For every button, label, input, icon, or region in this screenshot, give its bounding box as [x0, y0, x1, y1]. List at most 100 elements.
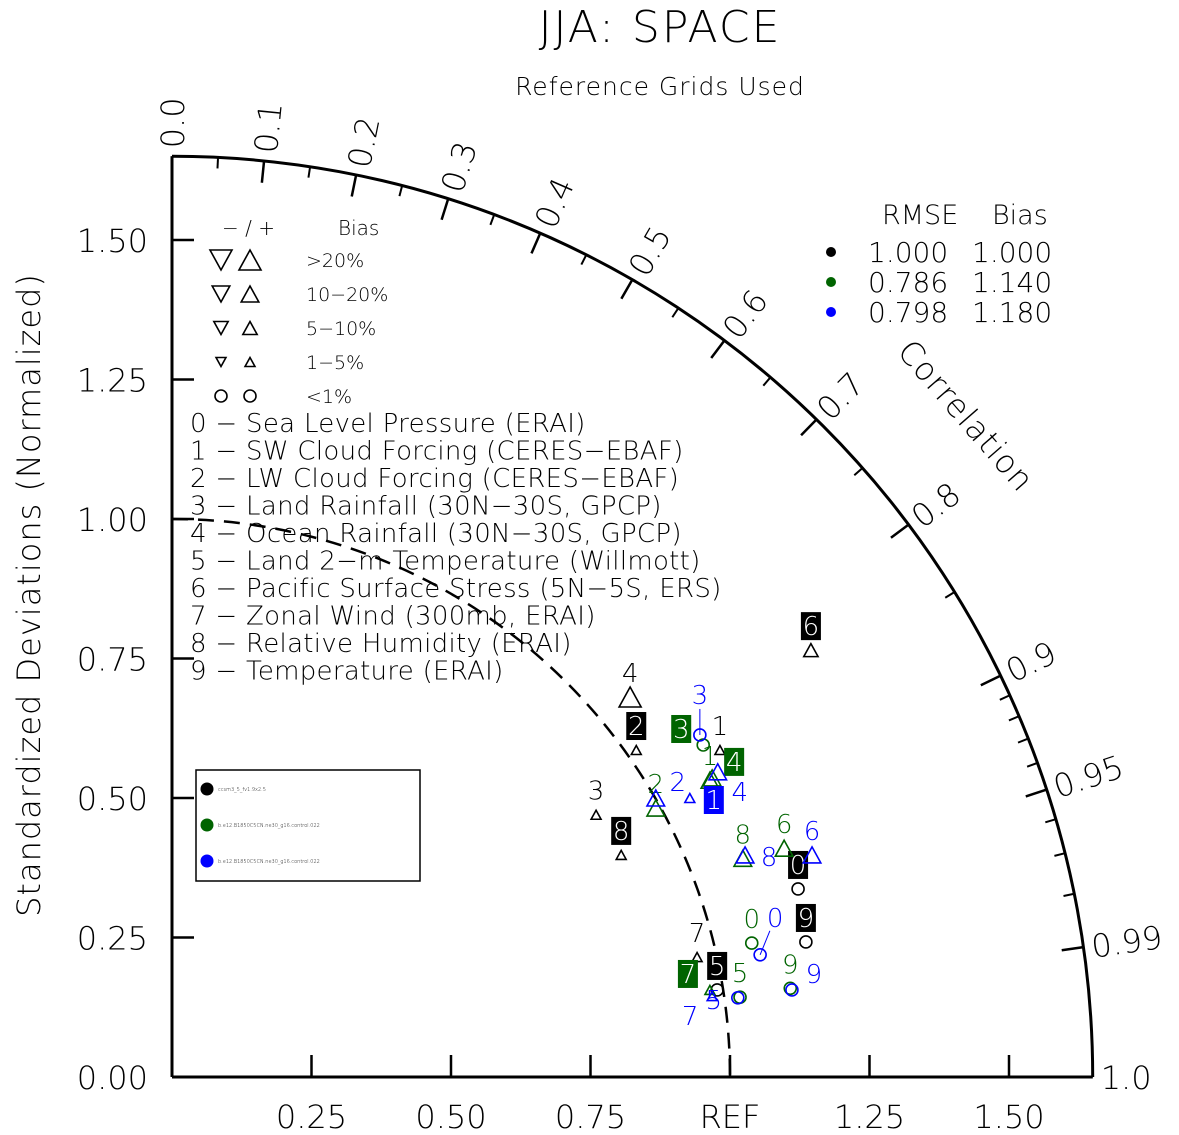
- y-tick-label: 0.25: [77, 920, 148, 958]
- data-point: 1: [712, 712, 728, 756]
- triangle-up-marker: [773, 838, 795, 858]
- stats-legend-dot: [826, 277, 836, 287]
- case-legend-label: b.e12.B1850C5CN.ne30_g16.control.022: [218, 859, 320, 865]
- reference-std-arc: [171, 517, 732, 1078]
- y-tick-label: 1.50: [77, 222, 148, 260]
- case-legend-label: b.e12.B1850C5CN.ne30_g16.control.022: [218, 823, 320, 829]
- triangle-up-marker: [802, 641, 820, 658]
- variable-list-item: 0 − Sea Level Pressure (ERAI): [190, 409, 586, 439]
- correlation-tick: [620, 279, 634, 300]
- data-point-label: 0: [767, 904, 784, 934]
- data-point: 8: [734, 843, 777, 873]
- data-point-label: 3: [673, 715, 690, 745]
- y-tick-label: 1.25: [77, 362, 148, 400]
- data-point-leader-line: [759, 930, 771, 955]
- correlation-arc: [171, 154, 1095, 1078]
- correlation-minor-tick: [1045, 818, 1057, 824]
- data-point-label: 5: [732, 959, 749, 989]
- case-legend-box: [195, 769, 421, 882]
- data-point-label: 6: [804, 817, 821, 847]
- triangle-down-marker: [210, 285, 232, 304]
- data-point: 5: [732, 959, 749, 1005]
- correlation-tick: [710, 339, 726, 359]
- bias-legend-label: 1−5%: [306, 352, 364, 374]
- circle-marker: [243, 389, 257, 403]
- correlation-tick-label: 0.3: [433, 137, 485, 197]
- data-point: 8: [732, 820, 753, 868]
- data-point-label-box: [724, 747, 745, 776]
- correlation-tick: [1061, 945, 1084, 952]
- triangle-up-marker: [241, 319, 259, 336]
- y-tick-label: 0.50: [77, 780, 148, 818]
- correlation-tick: [1025, 788, 1048, 798]
- data-point-label: 2: [628, 712, 645, 742]
- correlation-tick: [890, 523, 910, 539]
- correlation-tick: [350, 174, 358, 197]
- correlation-minor-tick: [762, 376, 772, 387]
- data-point: 3: [588, 777, 604, 821]
- triangle-up-marker: [645, 788, 666, 807]
- data-point-label: 1: [706, 786, 723, 816]
- data-point-label: 9: [782, 950, 799, 980]
- data-point-label: 8: [613, 817, 630, 847]
- correlation-tick-label: 0.99: [1089, 918, 1165, 966]
- data-point-label: 2: [648, 770, 665, 800]
- data-point-label: 8: [735, 820, 752, 850]
- y-axis-label: Standardized Deviations (Normalized): [10, 273, 48, 917]
- stats-legend-rmse: 0.786: [868, 266, 948, 299]
- data-point-label: 5: [709, 952, 726, 982]
- correlation-tick-label: 0.6: [715, 283, 776, 347]
- variable-list-item: 5 − Land 2−m Temperature (Willmott): [190, 547, 701, 577]
- correlation-axis-label: Correlation: [890, 332, 1042, 499]
- stats-legend-rmse: 1.000: [868, 236, 948, 269]
- data-point: 3: [671, 714, 711, 752]
- data-point-label-box: [800, 612, 821, 641]
- correlation-tick: [980, 674, 1002, 687]
- triangle-up-marker: [237, 248, 263, 271]
- triangle-up-marker: [614, 848, 628, 861]
- variable-list: 0 − Sea Level Pressure (ERAI)1 − SW Clou…: [190, 409, 721, 687]
- data-point: 1: [683, 786, 724, 816]
- data-point: 3: [692, 681, 709, 742]
- triangle-up-marker: [617, 685, 643, 708]
- data-point-label: 0: [790, 851, 807, 881]
- stats-legend-bias-header: Bias: [992, 200, 1048, 231]
- bias-legend-label: 5−10%: [306, 318, 376, 340]
- y-tick-label: 1.00: [77, 501, 148, 539]
- triangle-up-marker: [705, 989, 719, 1002]
- triangle-up-marker: [239, 284, 261, 303]
- variable-list-item: 2 − LW Cloud Forcing (CERES−EBAF): [190, 464, 679, 494]
- x-tick-label: REF: [700, 1098, 761, 1135]
- triangle-up-marker: [801, 845, 823, 864]
- bias-legend-label: <1%: [306, 386, 352, 408]
- variable-list-item: 3 − Land Rainfall (30N−30S, GPCP): [190, 492, 662, 522]
- correlation-minor-tick: [671, 307, 680, 318]
- data-point-label-box: [703, 786, 724, 814]
- circle-marker: [753, 947, 767, 962]
- data-point-label-box: [677, 959, 698, 988]
- correlation-tick-label: 0.8: [904, 475, 968, 536]
- circle-marker: [785, 983, 799, 997]
- circle-marker: [799, 935, 813, 949]
- data-point-label: 3: [692, 681, 709, 711]
- triangle-up-marker: [734, 845, 756, 864]
- x-tick-label: 1.50: [973, 1098, 1044, 1135]
- data-point: 0: [788, 850, 809, 896]
- correlation-minor-tick: [580, 254, 588, 266]
- stats-legend-dot: [826, 307, 836, 317]
- data-point-label: 4: [726, 748, 743, 778]
- data-point: 6: [800, 612, 821, 658]
- correlation-tick: [530, 232, 542, 254]
- triangle-up-marker: [683, 791, 697, 804]
- data-point-label: 6: [776, 810, 793, 840]
- circle-marker: [783, 981, 798, 996]
- data-point: 7: [689, 919, 705, 963]
- correlation-minor-tick: [1054, 852, 1066, 857]
- correlation-minor-tick: [307, 166, 312, 178]
- correlation-minor-tick: [1017, 737, 1029, 744]
- correlation-tick: [260, 160, 266, 183]
- data-point-label: 6: [803, 612, 820, 642]
- data-point: 9: [782, 950, 799, 996]
- correlation-minor-tick: [216, 157, 220, 169]
- y-tick-label: 0.75: [77, 641, 148, 679]
